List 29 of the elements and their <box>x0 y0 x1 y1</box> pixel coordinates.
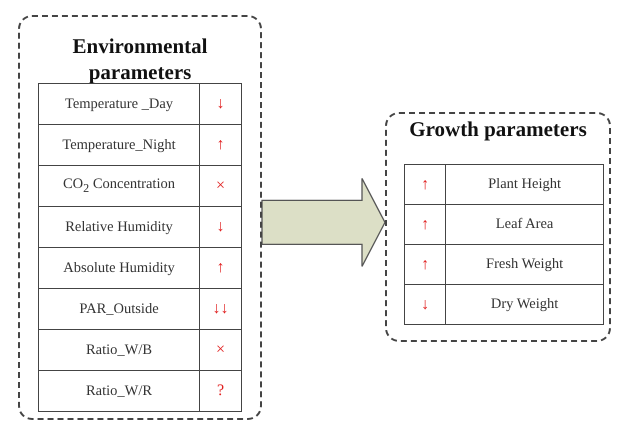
trend-symbol: ↓ <box>216 95 225 112</box>
parameter-name: Plant Height <box>488 176 562 192</box>
trend-symbol: ↑ <box>216 259 225 276</box>
parameter-name: CO$_{2}$ Concentration <box>63 176 175 192</box>
trend-symbol: ↓ <box>216 218 225 235</box>
trend-symbol: ↑ <box>216 136 225 153</box>
parameter-name: Temperature _Day <box>64 96 174 112</box>
trend-symbol: ↑ <box>421 256 430 272</box>
heading: Environmental parameters <box>72 33 208 85</box>
trend-symbol: × <box>216 177 226 194</box>
trend-symbol: ↑ <box>421 216 430 232</box>
parameter-name: PAR_Outside <box>79 300 159 316</box>
dashed-container <box>18 15 262 420</box>
parameter-name: Temperature_Night <box>62 136 176 152</box>
parameter-name: Ratio_W/B <box>86 342 152 358</box>
dashed-container <box>385 112 611 342</box>
trend-symbol: ↓ <box>421 296 430 312</box>
parameter-name: Leaf Area <box>496 216 554 232</box>
parameter-name: Dry Weight <box>490 296 558 312</box>
block-arrow <box>261 178 386 268</box>
trend-symbol: × <box>216 341 226 358</box>
trend-symbol: ↑ <box>421 176 430 192</box>
parameter-name: Relative Humidity <box>65 218 173 234</box>
trend-symbol: ↓↓ <box>212 300 229 317</box>
parameter-name: Fresh Weight <box>486 256 564 272</box>
trend-symbol: ? <box>216 382 224 399</box>
parameter-name: Absolute Humidity <box>63 260 175 276</box>
parameter-name: Ratio_W/R <box>86 382 152 398</box>
heading: Growth parameters <box>408 116 588 142</box>
